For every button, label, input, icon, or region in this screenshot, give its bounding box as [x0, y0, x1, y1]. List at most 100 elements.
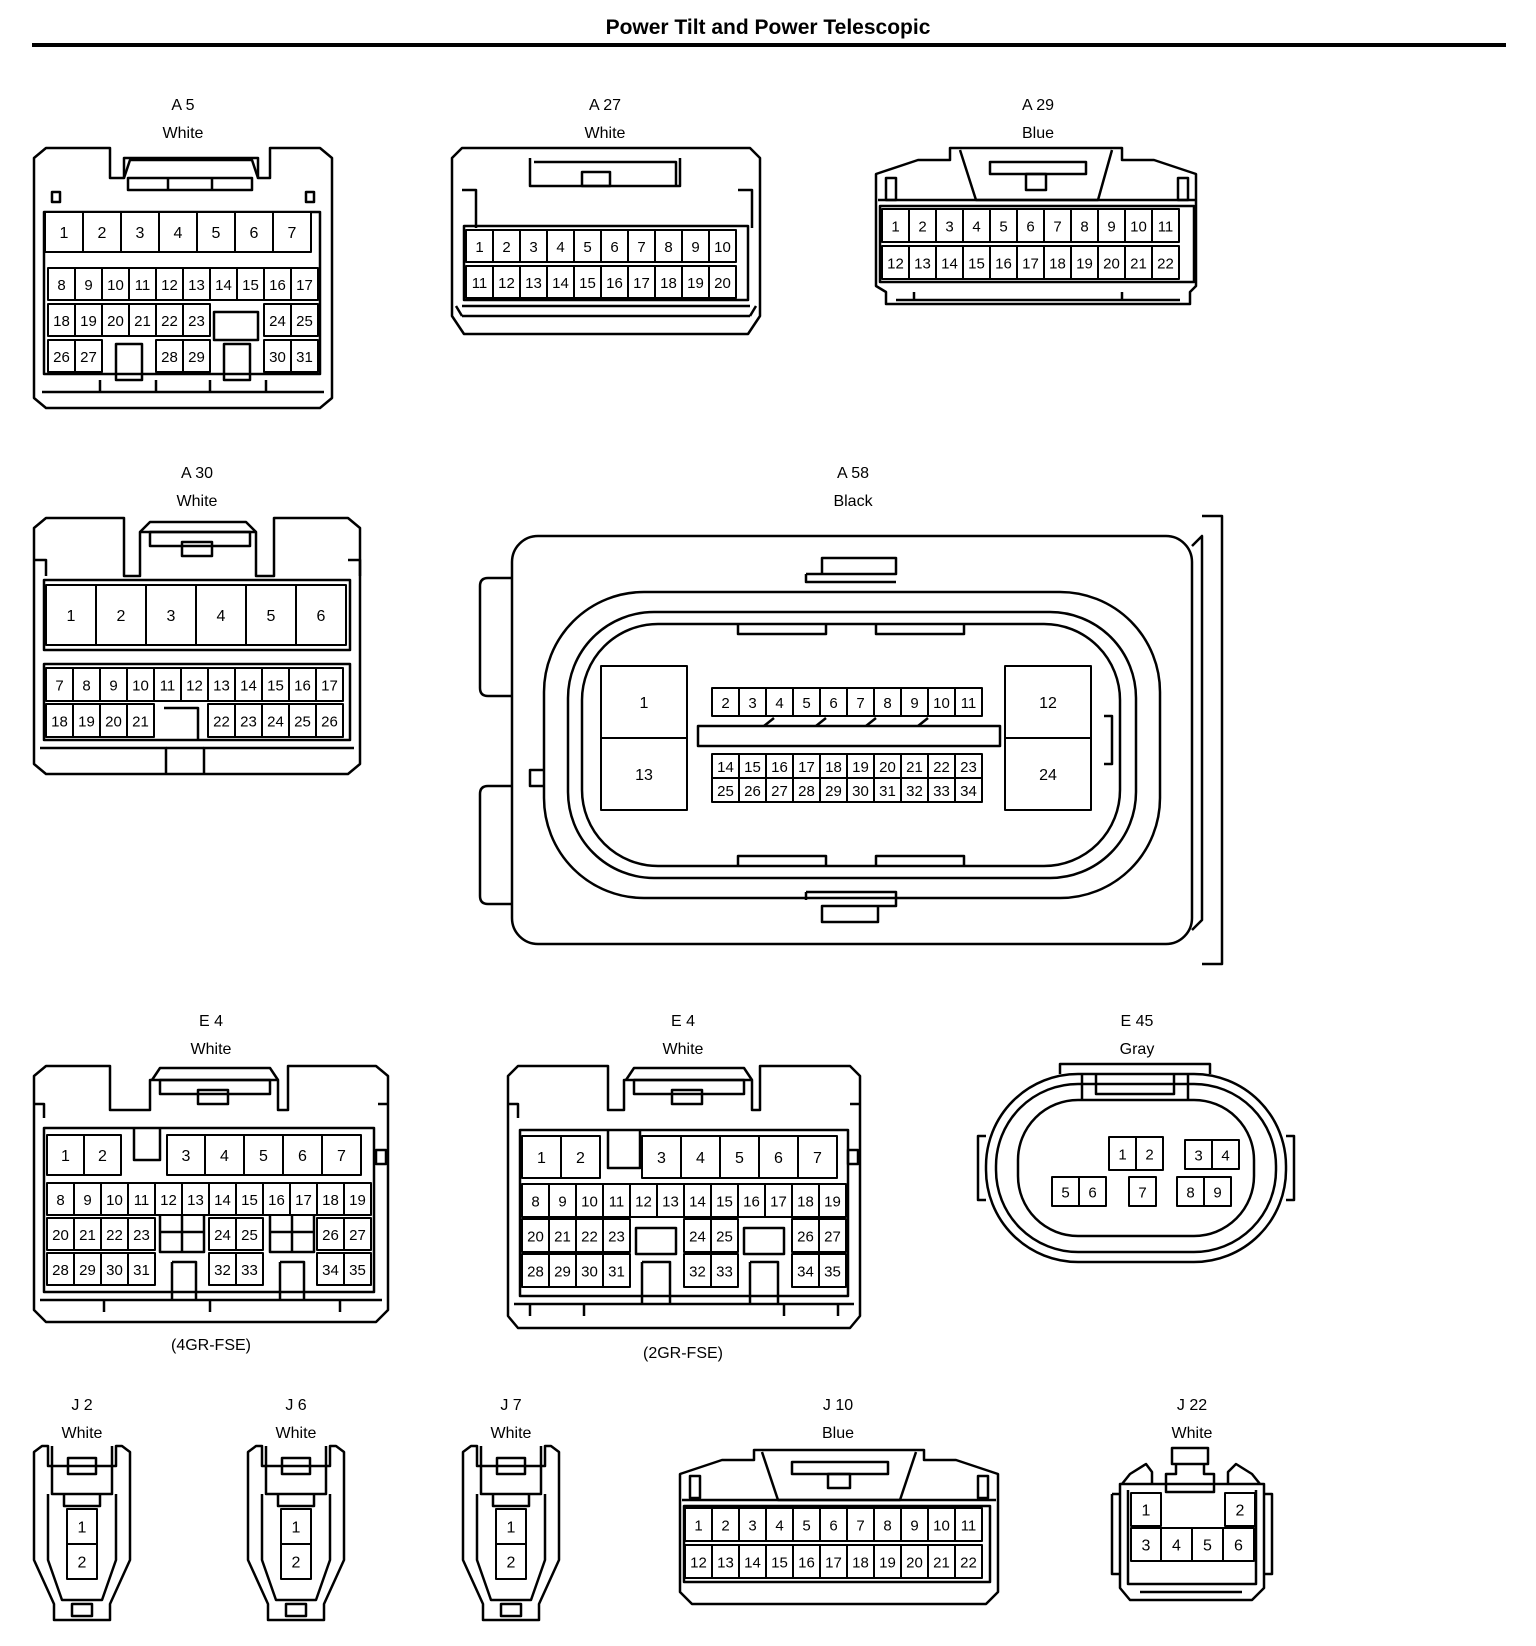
pin-number: 5 — [259, 1148, 268, 1165]
connector-color: White — [585, 125, 626, 142]
pin-cavity — [792, 1544, 821, 1579]
pin-number: 9 — [910, 695, 918, 712]
pin-number: 7 — [637, 239, 645, 256]
pin-cavity — [818, 1218, 847, 1253]
pin-cavity — [708, 229, 737, 263]
housing-outline — [32, 1064, 390, 1324]
pin-number: 14 — [689, 1194, 706, 1211]
pin-number: 19 — [687, 275, 704, 292]
pin-number: 10 — [1130, 219, 1147, 236]
connector-code: E 4 — [671, 1013, 695, 1030]
pin-cavity — [158, 211, 198, 253]
pin-cavity — [710, 1183, 739, 1218]
pin-cavity — [962, 245, 991, 280]
pin-cavity — [900, 1544, 929, 1579]
pin-cavity — [95, 584, 147, 646]
pin-cavity — [818, 1253, 847, 1288]
pin-cavity — [45, 667, 74, 702]
connector-code: J 6 — [285, 1397, 306, 1414]
pin-number: 13 — [525, 275, 542, 292]
pin-number: 2 — [721, 1518, 729, 1535]
pin-number: 34 — [322, 1262, 339, 1279]
pin-number: 1 — [60, 225, 69, 242]
pin-cavity — [927, 777, 956, 803]
pin-number: 2 — [576, 1150, 585, 1167]
connector-color: White — [163, 125, 204, 142]
pin-cavity — [602, 1218, 631, 1253]
pin-cavity — [1128, 1176, 1157, 1207]
pin-cavity — [765, 777, 794, 803]
pin-cavity — [1016, 245, 1045, 280]
pin-number: 4 — [556, 239, 564, 256]
pin-number: 20 — [1103, 256, 1120, 273]
pin-cavity — [44, 211, 84, 253]
pin-number: 12 — [1039, 695, 1057, 712]
connector-color: White — [62, 1425, 103, 1442]
pin-cavity — [575, 1183, 604, 1218]
pin-cavity — [546, 265, 575, 299]
pin-number: 4 — [1172, 1538, 1181, 1555]
pin-number: 6 — [1088, 1185, 1096, 1202]
connector-code: A 5 — [171, 97, 194, 114]
pin-number: 2 — [98, 1148, 107, 1165]
pin-number: 10 — [933, 1518, 950, 1535]
pin-number: 13 — [635, 767, 653, 784]
pin-number: 2 — [78, 1555, 87, 1572]
pin-number: 7 — [813, 1150, 822, 1167]
pin-number: 20 — [906, 1555, 923, 1572]
pin-cavity — [818, 1183, 847, 1218]
pin-number: 4 — [775, 695, 783, 712]
pin-number: 30 — [581, 1264, 598, 1281]
pin-cavity — [126, 667, 155, 702]
pin-number: 14 — [215, 277, 232, 294]
pin-number: 27 — [80, 349, 97, 366]
pin-cavity — [45, 584, 97, 646]
pin-cavity — [738, 687, 767, 717]
pin-number: 32 — [906, 783, 923, 800]
pin-number: 22 — [581, 1229, 598, 1246]
pin-cavity — [765, 1507, 794, 1542]
pin-number: 16 — [771, 759, 788, 776]
pin-number: 16 — [269, 277, 286, 294]
pin-number: 15 — [579, 275, 596, 292]
pin-cavity — [321, 1134, 362, 1176]
pin-number: 12 — [887, 256, 904, 273]
pin-number: 11 — [160, 678, 176, 695]
pin-number: 1 — [78, 1520, 87, 1537]
pin-number: 7 — [856, 695, 864, 712]
pin-number: 6 — [298, 1148, 307, 1165]
pin-number: 7 — [856, 1518, 864, 1535]
pin-cavity — [797, 1135, 838, 1179]
pin-cavity — [235, 1217, 264, 1251]
pin-number: 11 — [609, 1194, 625, 1211]
pin-cavity — [710, 1253, 739, 1288]
pin-number: 17 — [1022, 256, 1039, 273]
housing-outline — [246, 1444, 346, 1622]
pin-number: 3 — [1194, 1148, 1202, 1165]
pin-cavity — [954, 753, 983, 779]
connector-color: White — [191, 1041, 232, 1058]
pin-number: 1 — [61, 1148, 70, 1165]
pin-number: 21 — [79, 1227, 96, 1244]
pin-number: 21 — [1130, 256, 1147, 273]
pin-number: 1 — [537, 1150, 546, 1167]
pin-number: 6 — [1234, 1538, 1243, 1555]
pin-cavity — [548, 1253, 577, 1288]
pin-cavity — [234, 703, 263, 738]
pin-number: 6 — [774, 1150, 783, 1167]
pin-number: 8 — [664, 239, 672, 256]
pin-number: 6 — [1026, 219, 1034, 236]
pin-number: 17 — [295, 1192, 312, 1209]
pin-cavity — [1222, 1527, 1255, 1562]
pin-number: 31 — [879, 783, 896, 800]
pin-cavity — [1004, 665, 1092, 739]
pin-number: 3 — [945, 219, 953, 236]
pin-cavity — [1004, 737, 1092, 811]
pin-number: 9 — [691, 239, 699, 256]
pin-number: 1 — [1142, 1503, 1151, 1520]
pin-number: 10 — [933, 695, 950, 712]
pin-number: 4 — [220, 1148, 229, 1165]
